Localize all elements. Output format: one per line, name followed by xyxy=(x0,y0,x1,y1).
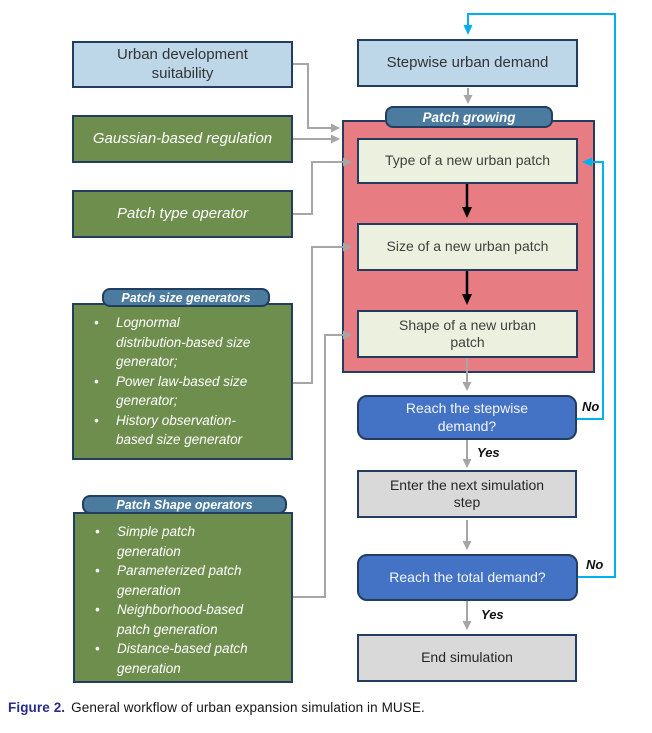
node-label: Enter the next simulation step xyxy=(389,476,545,511)
edge-label-yes: Yes xyxy=(477,445,500,460)
node-stepwise-urban-demand: Stepwise urban demand xyxy=(357,39,578,87)
list-item: Neighborhood-based patch generation xyxy=(87,600,287,639)
list-item: Lognormal distribution-based size genera… xyxy=(86,313,287,372)
node-reach-total-demand: Reach the total demand? xyxy=(357,554,578,601)
list-item-text: Simple patch generation xyxy=(117,524,196,559)
edge-label-yes: Yes xyxy=(481,607,504,622)
list-item: Parameterized patch generation xyxy=(87,561,287,600)
node-label: Patch type operator xyxy=(117,204,248,222)
figure-caption-number: Figure 2. xyxy=(8,700,66,715)
arrow-shape-operators-to-shape-box xyxy=(293,330,352,598)
list-item-text: Lognormal distribution-based size genera… xyxy=(116,315,251,369)
list-item-text: Parameterized patch generation xyxy=(117,563,242,598)
list-item-text: Power law-based size generator; xyxy=(116,373,248,409)
list-item-text: Distance-based patch generation xyxy=(117,641,248,676)
list-item: Simple patch generation xyxy=(87,522,287,561)
node-urban-development-suitability: Urban development suitability xyxy=(72,41,293,88)
pill-patch-size-generators: Patch size generators xyxy=(102,288,270,307)
figure-caption-text: General workflow of urban expansion simu… xyxy=(71,700,425,715)
pill-label: Patch size generators xyxy=(121,290,251,305)
group-patch-size-generators: Lognormal distribution-based size genera… xyxy=(72,303,293,460)
node-reach-stepwise-demand: Reach the stepwise demand? xyxy=(357,395,577,440)
node-size-of-new-patch: Size of a new urban patch xyxy=(357,223,578,271)
node-type-of-new-patch: Type of a new urban patch xyxy=(357,138,578,184)
node-label: End simulation xyxy=(421,649,513,666)
node-label: Stepwise urban demand xyxy=(386,53,549,71)
node-label: Shape of a new urban patch xyxy=(399,316,536,351)
node-end-simulation: End simulation xyxy=(357,634,577,682)
list-item-text: History observation- based size generato… xyxy=(116,412,243,448)
pill-patch-growing: Patch growing xyxy=(385,106,553,128)
list-item: Distance-based patch generation xyxy=(87,639,287,678)
node-label: Size of a new urban patch xyxy=(386,238,549,255)
list-item-text: Neighborhood-based patch generation xyxy=(117,602,244,637)
list-item: History observation- based size generato… xyxy=(86,411,287,450)
arrow-suitability-to-patch-growing xyxy=(293,63,340,133)
pill-label: Patch Shape operators xyxy=(116,497,253,512)
pill-label: Patch growing xyxy=(422,109,516,125)
node-gaussian-regulation: Gaussian-based regulation xyxy=(72,115,293,163)
figure-caption: Figure 2. General workflow of urban expan… xyxy=(8,700,638,715)
edge-label-no: No xyxy=(582,399,600,414)
node-patch-type-operator: Patch type operator xyxy=(72,190,293,238)
node-label: Reach the stepwise demand? xyxy=(405,400,529,434)
node-enter-next-step: Enter the next simulation step xyxy=(357,470,577,518)
node-label: Urban development suitability xyxy=(117,45,248,82)
node-label: Type of a new urban patch xyxy=(385,152,550,169)
node-label: Gaussian-based regulation xyxy=(92,129,273,147)
pill-patch-shape-operators: Patch Shape operators xyxy=(82,495,287,514)
group-patch-shape-operators: Simple patch generation Parameterized pa… xyxy=(73,512,293,683)
edge-label-no: No xyxy=(586,557,604,572)
list-item: Power law-based size generator; xyxy=(86,372,287,411)
node-shape-of-new-patch: Shape of a new urban patch xyxy=(357,310,578,358)
node-label: Reach the total demand? xyxy=(389,568,546,585)
